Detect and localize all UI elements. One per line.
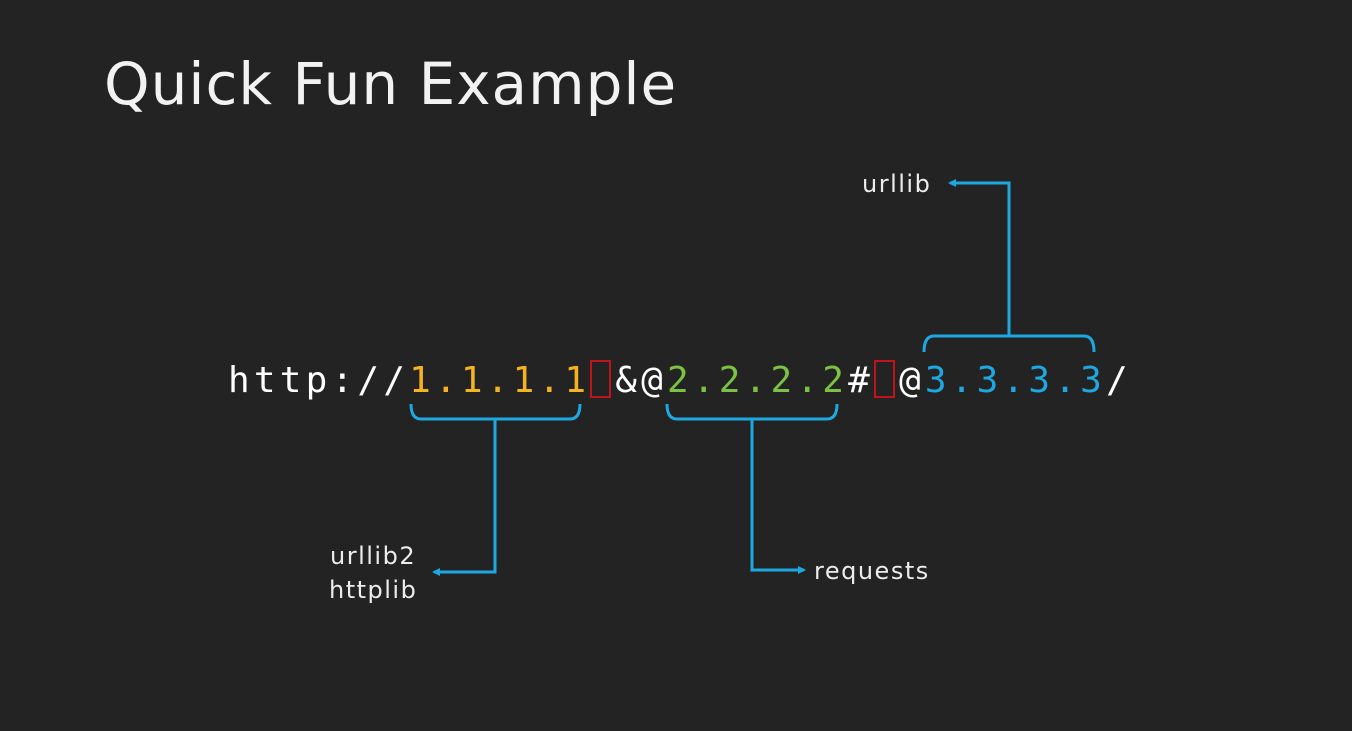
url-hash: # bbox=[848, 360, 874, 401]
invalid-char-box-2 bbox=[874, 360, 895, 398]
url-amp-at: &@ bbox=[615, 360, 667, 401]
url-host-2: 2.2.2.2 bbox=[667, 360, 849, 401]
url-trailing-slash: / bbox=[1106, 360, 1132, 401]
label-requests: requests bbox=[814, 557, 930, 585]
label-httplib: httplib bbox=[329, 576, 418, 604]
url-at: @ bbox=[899, 360, 925, 401]
url-host-3: 3.3.3.3 bbox=[924, 360, 1106, 401]
slide-title: Quick Fun Example bbox=[104, 50, 678, 118]
example-url: http://1.1.1.1 &@2.2.2.2# @3.3.3.3/ bbox=[228, 355, 1132, 407]
urllib2-bracket bbox=[409, 403, 582, 576]
urllib-bracket bbox=[922, 179, 1096, 353]
url-host-1: 1.1.1.1 bbox=[409, 360, 591, 401]
requests-bracket bbox=[665, 403, 839, 574]
label-urllib2: urllib2 bbox=[330, 542, 417, 570]
url-scheme: http:// bbox=[228, 360, 410, 401]
label-urllib: urllib bbox=[862, 170, 932, 198]
invalid-char-box-1 bbox=[590, 360, 612, 398]
